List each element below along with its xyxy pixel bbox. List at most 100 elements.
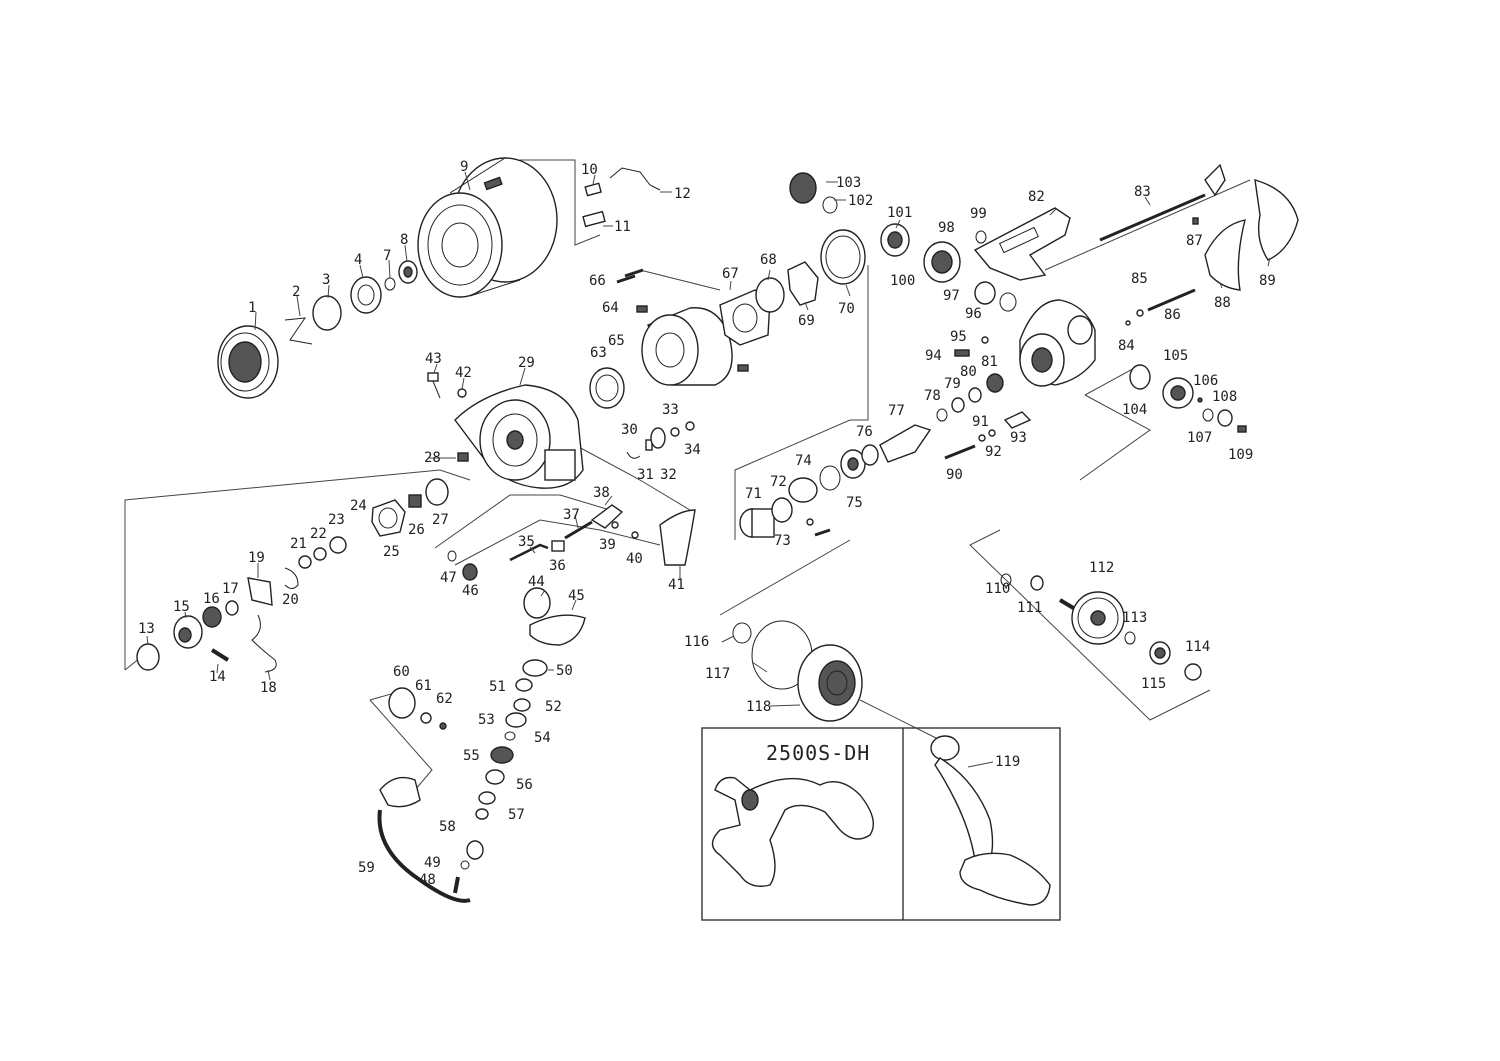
part-label: 23 [328, 512, 345, 528]
part-label: 41 [668, 577, 685, 593]
part-label: 105 [1163, 348, 1188, 364]
part-label: 21 [290, 536, 307, 552]
part-label: 10 [581, 162, 598, 178]
part-label: 81 [981, 354, 998, 370]
part-label: 17 [222, 581, 239, 597]
part-label: 2 [292, 284, 300, 300]
part-label: 118 [746, 699, 771, 715]
part-label: 75 [846, 495, 863, 511]
part-label: 8 [400, 232, 408, 248]
part-label: 115 [1141, 676, 1166, 692]
part-label: 82 [1028, 189, 1045, 205]
part-label: 119 [995, 754, 1020, 770]
part-label: 79 [944, 376, 961, 392]
part-label: 56 [516, 777, 533, 793]
part-label: 3 [322, 272, 330, 288]
part-label: 92 [985, 444, 1002, 460]
part-label: 100 [890, 273, 915, 289]
part-label: 74 [795, 453, 812, 469]
part-label: 110 [985, 581, 1010, 597]
part-label: 116 [684, 634, 709, 650]
inset-box: 2500S-DH [701, 727, 1061, 921]
part-label: 62 [436, 691, 453, 707]
part-label: 88 [1214, 295, 1231, 311]
part-label: 112 [1089, 560, 1114, 576]
part-label: 61 [415, 678, 432, 694]
part-label: 65 [608, 333, 625, 349]
part-label: 1 [248, 300, 256, 316]
part-label: 4 [354, 252, 362, 268]
part-label: 70 [838, 301, 855, 317]
part-label: 94 [925, 348, 942, 364]
part-label: 107 [1187, 430, 1212, 446]
part-label: 32 [660, 467, 677, 483]
part-label: 49 [424, 855, 441, 871]
part-label: 27 [432, 512, 449, 528]
part-label: 36 [549, 558, 566, 574]
handle-assembly [732, 620, 863, 722]
part-label: 96 [965, 306, 982, 322]
part-label: 12 [674, 186, 691, 202]
part-label: 31 [637, 467, 654, 483]
part-label: 40 [626, 551, 643, 567]
part-label: 78 [924, 388, 941, 404]
body-assembly [136, 372, 696, 903]
part-label: 91 [972, 414, 989, 430]
part-label: 64 [602, 300, 619, 316]
part-label: 29 [518, 355, 535, 371]
part-label: 22 [310, 526, 327, 542]
part-label: 109 [1228, 447, 1253, 463]
part-label: 11 [614, 219, 631, 235]
part-label: 117 [705, 666, 730, 682]
part-label: 58 [439, 819, 456, 835]
spool-assembly [217, 157, 661, 399]
part-label: 68 [760, 252, 777, 268]
part-label: 43 [425, 351, 442, 367]
part-label: 7 [383, 248, 391, 264]
part-label: 35 [518, 534, 535, 550]
part-label: 90 [946, 467, 963, 483]
part-label: 77 [888, 403, 905, 419]
part-label: 111 [1017, 600, 1042, 616]
part-label: 60 [393, 664, 410, 680]
part-label: 89 [1259, 273, 1276, 289]
part-label: 37 [563, 507, 580, 523]
part-label: 13 [138, 621, 155, 637]
part-label: 24 [350, 498, 367, 514]
inset-title: 2500S-DH [766, 741, 870, 765]
part-label: 73 [774, 533, 791, 549]
part-label: 54 [534, 730, 551, 746]
part-label: 80 [960, 364, 977, 380]
part-label: 34 [684, 442, 701, 458]
part-label: 102 [848, 193, 873, 209]
part-label: 95 [950, 329, 967, 345]
part-label: 42 [455, 365, 472, 381]
part-label: 28 [424, 450, 441, 466]
part-label: 46 [462, 583, 479, 599]
part-label: 16 [203, 591, 220, 607]
part-label: 85 [1131, 271, 1148, 287]
part-label: 101 [887, 205, 912, 221]
part-label: 30 [621, 422, 638, 438]
part-label: 76 [856, 424, 873, 440]
part-label: 45 [568, 588, 585, 604]
part-label: 25 [383, 544, 400, 560]
part-label: 20 [282, 592, 299, 608]
part-label: 55 [463, 748, 480, 764]
part-label: 67 [722, 266, 739, 282]
part-label: 99 [970, 206, 987, 222]
part-label: 39 [599, 537, 616, 553]
housing-assembly [973, 163, 1299, 433]
part-label: 114 [1185, 639, 1210, 655]
part-label: 52 [545, 699, 562, 715]
part-label: 93 [1010, 430, 1027, 446]
part-label: 69 [798, 313, 815, 329]
part-label: 53 [478, 712, 495, 728]
part-label: 59 [358, 860, 375, 876]
part-label: 72 [770, 474, 787, 490]
part-label: 51 [489, 679, 506, 695]
part-label: 86 [1164, 307, 1181, 323]
part-label: 47 [440, 570, 457, 586]
part-label: 9 [460, 159, 468, 175]
